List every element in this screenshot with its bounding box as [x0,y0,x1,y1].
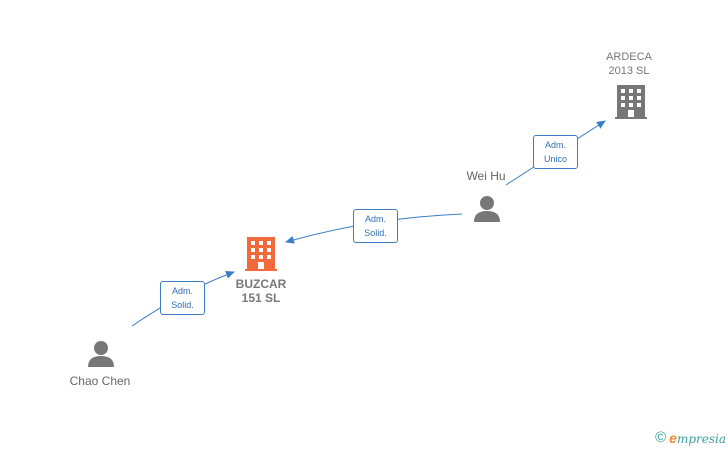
person-icon[interactable] [472,194,502,224]
edge-label-adm-solid-weihu: Adm. Solid. [353,209,398,243]
building-icon[interactable] [245,236,277,272]
person-icon[interactable] [86,339,116,369]
building-icon[interactable] [615,84,647,120]
person-label-wei-hu[interactable]: Wei Hu [466,169,506,183]
brand-logo: empresia [669,429,726,446]
copyright-icon: © [655,429,667,446]
brand-footer: © empresia [655,429,726,446]
edge-label-adm-unico: Adm. Unico [533,135,578,169]
person-label-chao-chen[interactable]: Chao Chen [69,374,131,388]
company-label-ardeca[interactable]: ARDECA 2013 SL [606,51,652,77]
company-label-buzcar[interactable]: BUZCAR 151 SL [235,277,287,305]
edge-label-adm-solid-chaochen: Adm. Solid. [160,281,205,315]
